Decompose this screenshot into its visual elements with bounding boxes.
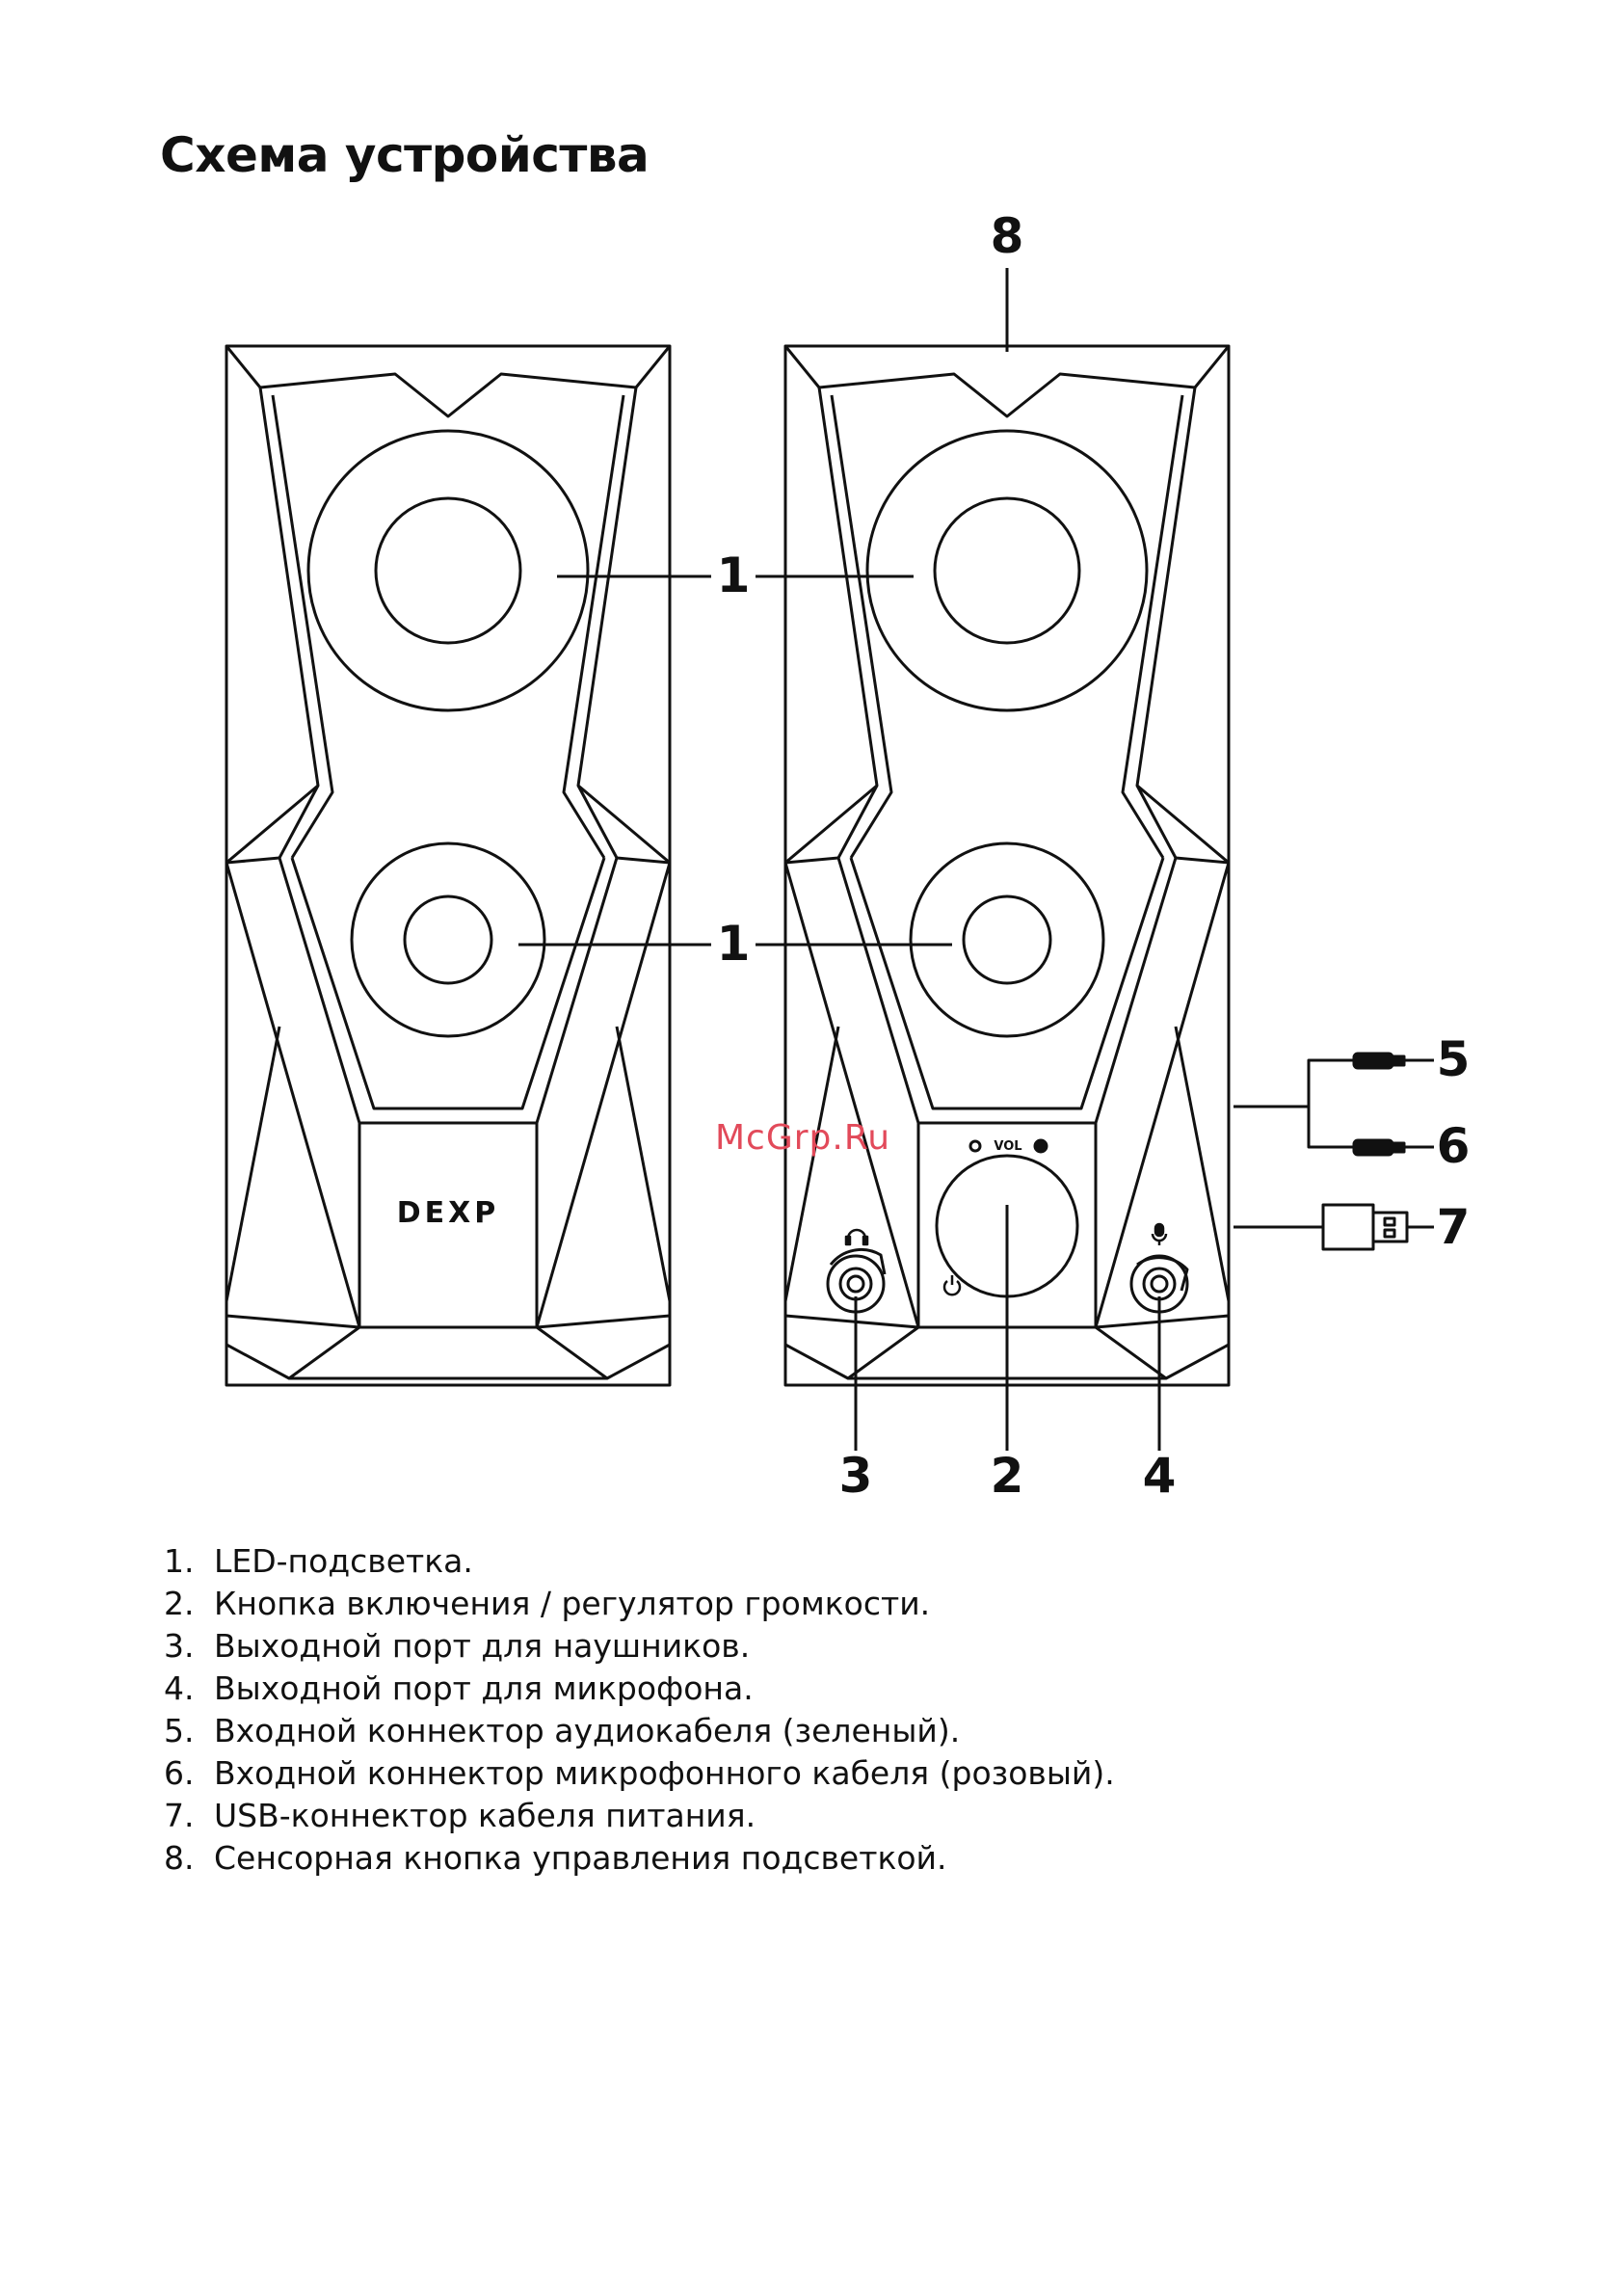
callout-8: 8 <box>991 208 1024 264</box>
legend-text: Выходной порт для микрофона. <box>214 1669 754 1707</box>
left-woofer-inner <box>374 496 522 645</box>
legend-item: 7. USB-коннектор кабеля питания. <box>164 1795 1115 1837</box>
legend-text: Входной коннектор микрофонного кабеля (р… <box>214 1754 1115 1792</box>
legend-item: 5. Входной коннектор аудиокабеля (зеленый… <box>164 1710 1115 1752</box>
callout-6: 6 <box>1437 1118 1471 1174</box>
right-woofer-inner <box>933 496 1081 645</box>
callout-1-woofer: 1 <box>717 547 751 603</box>
left-tweeter-outer <box>350 841 546 1038</box>
legend-item: 4. Выходной порт для микрофона. <box>164 1668 1115 1710</box>
left-top-bevel <box>225 345 672 418</box>
left-speaker <box>225 344 672 1387</box>
legend-number: 5. <box>164 1712 195 1749</box>
legend-text: LED-подсветка. <box>214 1542 473 1580</box>
usb-plug-icon <box>1321 1203 1434 1251</box>
callout-5: 5 <box>1437 1031 1471 1087</box>
vol-label: VOL <box>994 1139 1021 1154</box>
callout-2: 2 <box>991 1448 1024 1504</box>
audio-jack-icon-2 <box>1352 1138 1434 1157</box>
legend-text: Сенсорная кнопка управления подсветкой. <box>214 1839 947 1877</box>
audio-jack-icon <box>1352 1052 1434 1070</box>
right-woofer-outer <box>865 429 1149 712</box>
right-top-bevel <box>783 345 1231 418</box>
volume-max-indicator <box>1033 1138 1048 1154</box>
page-title: Схема устройства <box>160 127 650 183</box>
legend-number: 6. <box>164 1754 195 1792</box>
leader-lines <box>518 268 1354 1451</box>
brand-logo: DEXP <box>397 1196 500 1230</box>
legend-item: 6. Входной коннектор микрофонного кабеля … <box>164 1752 1115 1795</box>
legend-item: 2. Кнопка включения / регулятор громкости… <box>164 1583 1115 1625</box>
right-tweeter-outer <box>909 841 1105 1038</box>
left-woofer-outer <box>306 429 590 712</box>
callout-7: 7 <box>1437 1199 1471 1255</box>
microphone-icon <box>1151 1222 1168 1245</box>
legend-item: 8. Сенсорная кнопка управления подсветкой… <box>164 1837 1115 1880</box>
volume-min-indicator <box>968 1139 982 1153</box>
legend-text: Входной коннектор аудиокабеля (зеленый). <box>214 1712 961 1749</box>
legend-number: 2. <box>164 1585 195 1622</box>
legend-text: Выходной порт для наушников. <box>214 1627 751 1665</box>
legend-item: 1. LED-подсветка. <box>164 1540 1115 1583</box>
watermark: McGrp.Ru <box>715 1118 891 1158</box>
power-icon <box>942 1275 962 1296</box>
legend-item: 3. Выходной порт для наушников. <box>164 1625 1115 1668</box>
callout-3: 3 <box>839 1448 873 1504</box>
legend-number: 1. <box>164 1542 195 1580</box>
headphones-icon <box>844 1228 869 1246</box>
legend-number: 7. <box>164 1797 195 1834</box>
legend-number: 4. <box>164 1669 195 1707</box>
legend-number: 3. <box>164 1627 195 1665</box>
legend-number: 8. <box>164 1839 195 1877</box>
callout-4: 4 <box>1143 1448 1177 1504</box>
legend-text: USB-коннектор кабеля питания. <box>214 1797 756 1834</box>
legend-list: 1. LED-подсветка. 2. Кнопка включения / ре… <box>164 1540 1115 1880</box>
callout-1-tweeter: 1 <box>717 916 751 972</box>
right-tweeter-inner <box>962 894 1052 985</box>
legend-text: Кнопка включения / регулятор громкости. <box>214 1585 931 1622</box>
left-tweeter-inner <box>403 894 493 985</box>
